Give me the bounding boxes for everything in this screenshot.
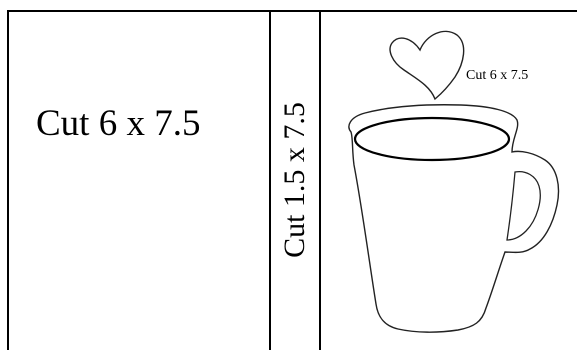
template-sheet: Cut 6 x 7.5 Cut 1.5 x 7.5 Cut 6 x 7.5 xyxy=(0,0,577,341)
mug-artwork xyxy=(0,0,577,341)
coffee-mug-icon xyxy=(349,105,559,332)
heart-icon xyxy=(390,31,464,99)
